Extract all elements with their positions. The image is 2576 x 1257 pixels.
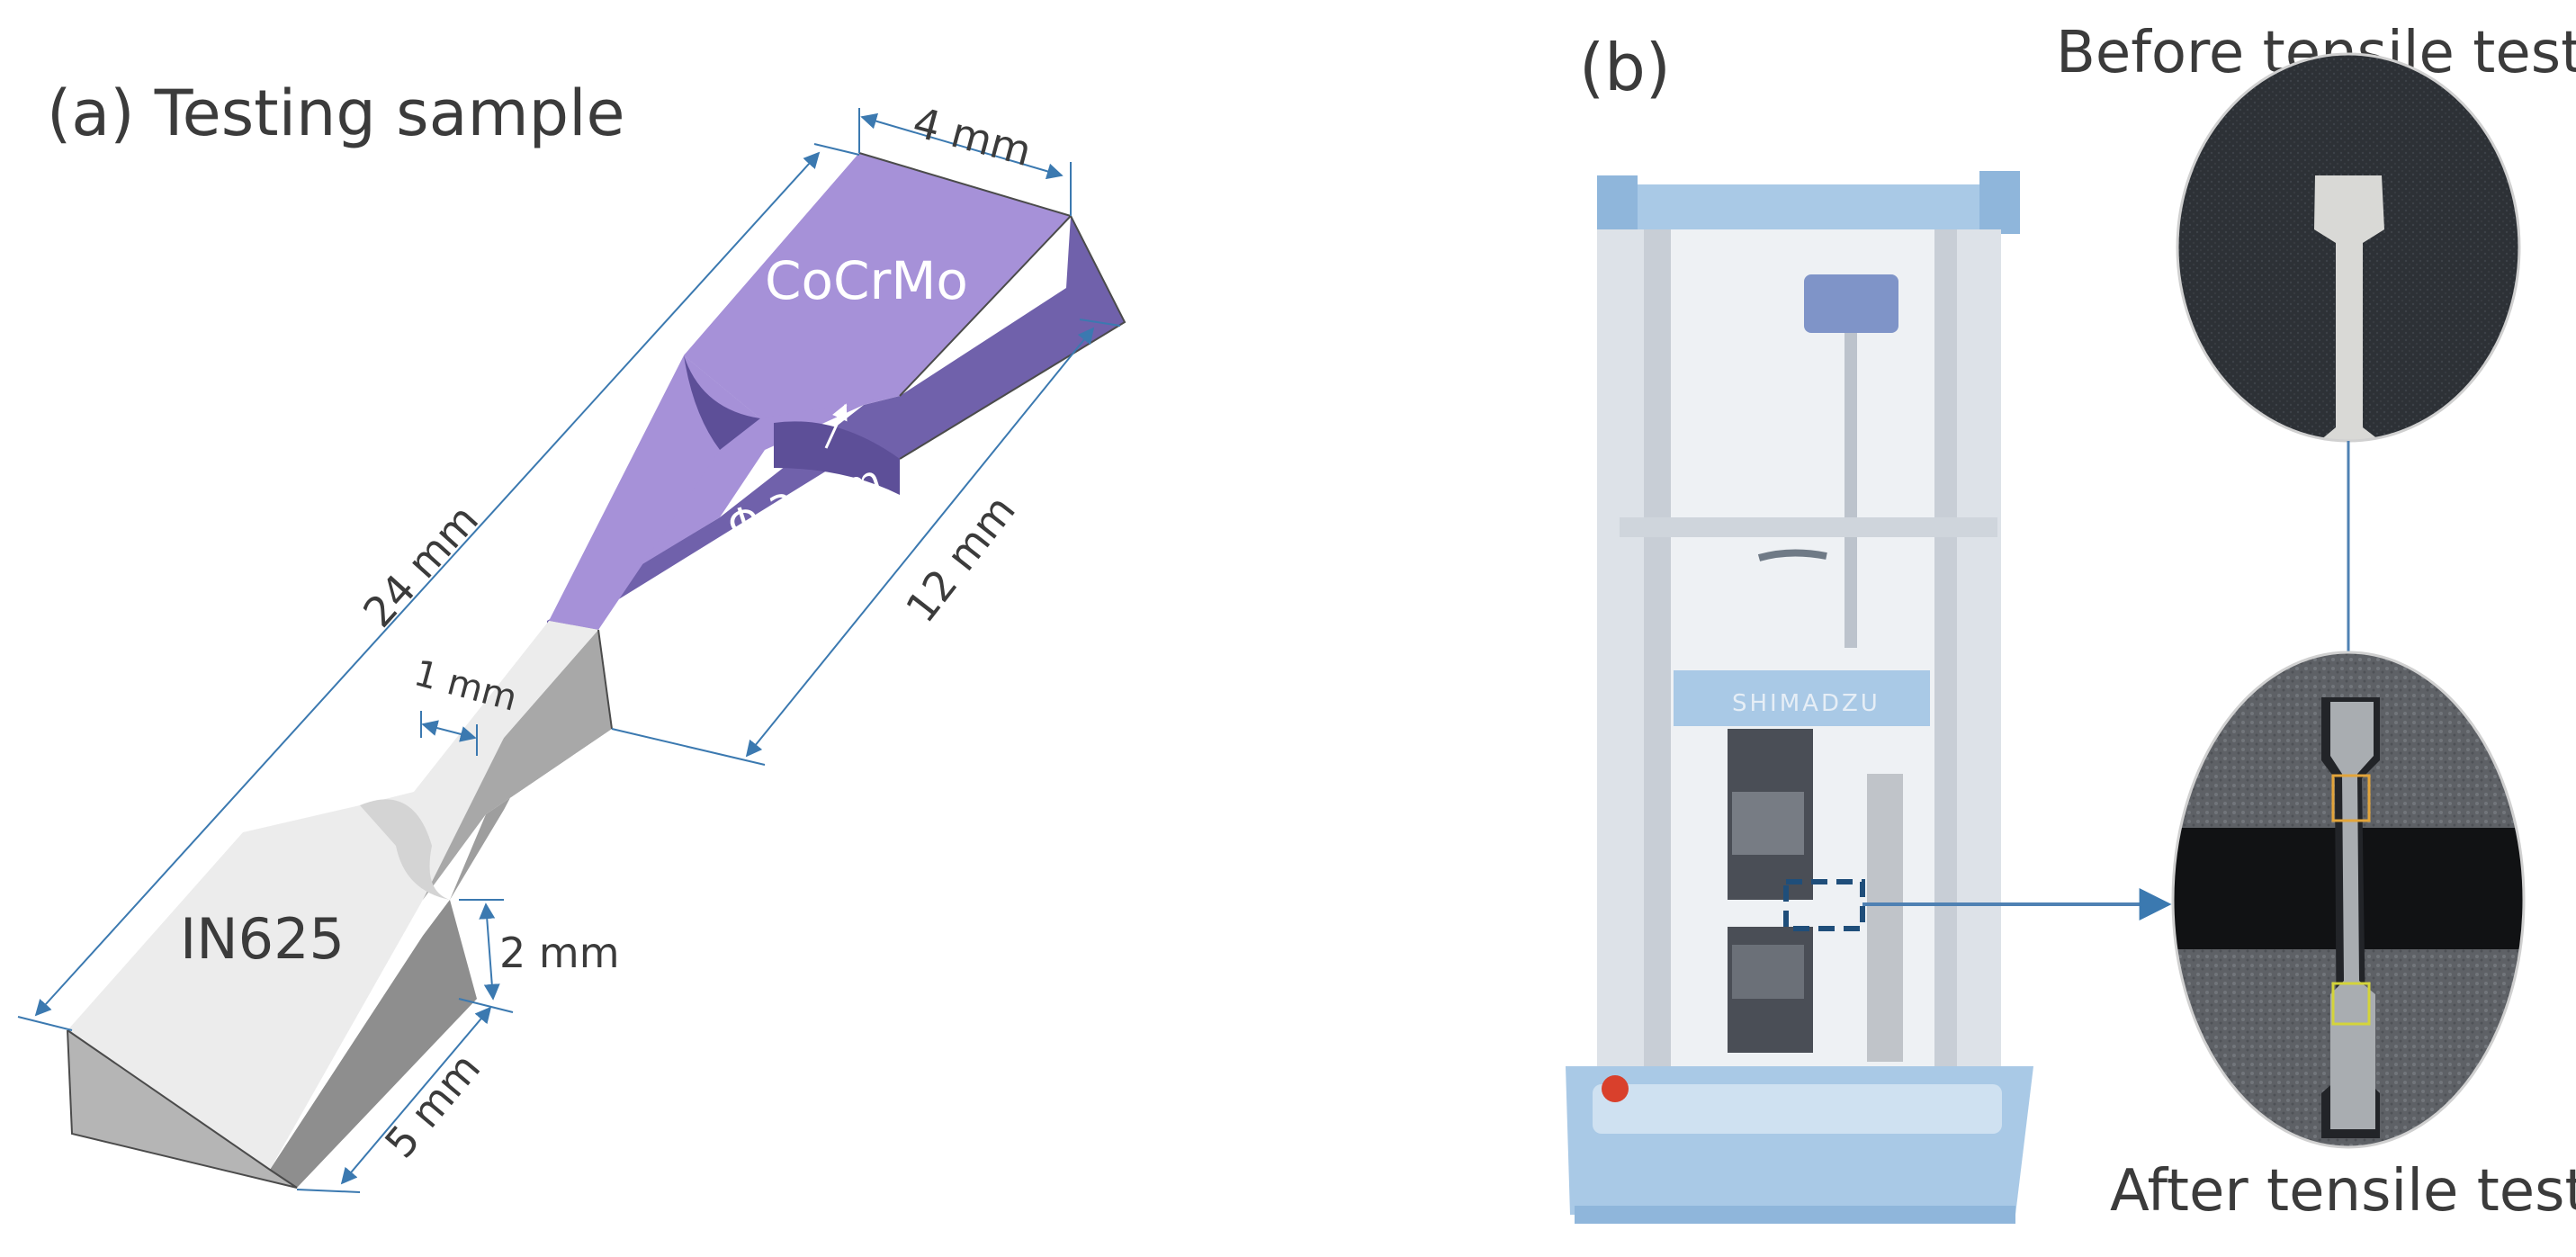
dimension-2mm-label: 2 mm (499, 929, 620, 977)
machine-brand-label: SHIMADZU (1732, 690, 1880, 717)
dimension-24mm-label: 24 mm (354, 495, 488, 636)
material-cocrmo-label: CoCrMo (765, 250, 968, 311)
after-test-label: After tensile test (2110, 1158, 2576, 1225)
specimen-highlight-box (1783, 879, 1865, 931)
dimension-1mm-label: 1 mm (409, 652, 521, 719)
dimension-4mm-label: 4 mm (908, 97, 1037, 175)
panel-a-title: (a) Testing sample (47, 76, 625, 150)
dimension-12mm-label: 12 mm (896, 486, 1025, 632)
panel-b-title: (b) (1579, 30, 1671, 105)
dimension-24mm: 24 mm (17, 143, 860, 1031)
tensile-testing-machine: SHIMADZU (1566, 171, 2033, 1224)
material-in625-label: IN625 (180, 906, 345, 972)
before-test-photo (2177, 54, 2519, 441)
dimension-2mm: 2 mm (458, 899, 620, 1013)
after-test-photo (2173, 652, 2524, 1147)
